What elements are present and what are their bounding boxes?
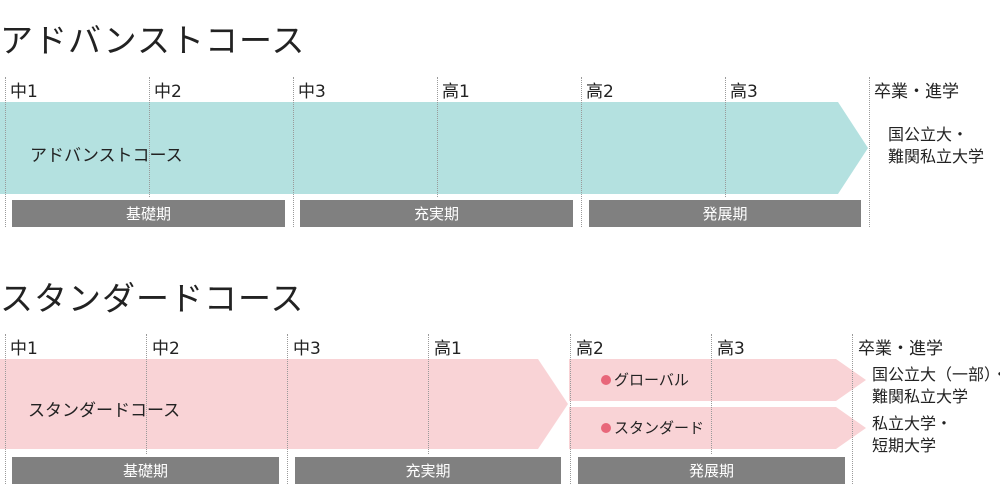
standard-standard-arrow: [569, 407, 866, 449]
grade-divider: [852, 334, 853, 484]
global-destination-line: 国公立大（一部）・: [872, 365, 1000, 384]
standard-grade-label: 中2: [152, 339, 180, 359]
standard-course-label: スタンダードコース: [28, 401, 181, 421]
standard-main-arrow: [0, 359, 568, 449]
standard-track-label: スタンダード: [601, 417, 704, 438]
standard-phase-bar: 発展期: [578, 457, 845, 484]
grade-divider: [869, 77, 870, 227]
advanced-grade-label: 高1: [442, 82, 470, 102]
grade-divider: [293, 77, 294, 227]
standard-global-arrow: [569, 359, 866, 401]
standard-grade-label: 中1: [10, 339, 38, 359]
grade-divider: [5, 77, 6, 227]
global-destination-line: 難関私立大学: [872, 387, 969, 406]
standard-grade-label: 高2: [576, 339, 604, 359]
advanced-destination: 国公立大・ 難関私立大学: [888, 124, 984, 168]
grade-divider: [437, 77, 438, 197]
advanced-course-label: アドバンストコース: [30, 146, 183, 166]
global-track-marker: [601, 374, 611, 385]
advanced-phase-bar: 基礎期: [12, 200, 285, 227]
grade-divider: [570, 334, 571, 484]
grade-divider: [581, 77, 582, 227]
grade-divider: [725, 77, 726, 197]
advanced-grade-label: 中3: [298, 82, 326, 102]
advanced-destination-line: 難関私立大学: [888, 147, 985, 166]
advanced-grade-label: 中1: [10, 82, 38, 102]
standard-course-arrows: [0, 359, 866, 449]
global-track-text: グローバル: [614, 371, 689, 389]
standard-track-marker: [601, 422, 611, 433]
advanced-phase-bar: 発展期: [589, 200, 861, 227]
standard-phase-bar: 充実期: [295, 457, 561, 484]
advanced-graduation-label: 卒業・進学: [874, 82, 959, 102]
global-track-label: グローバル: [601, 369, 689, 390]
advanced-arrow-shape: [0, 102, 868, 194]
global-destination: 国公立大（一部）・ 難関私立大学: [872, 364, 1000, 408]
grade-divider: [146, 334, 147, 454]
advanced-destination-line: 国公立大・: [888, 125, 969, 144]
standard-grade-label: 中3: [293, 339, 321, 359]
advanced-grade-label: 高3: [730, 82, 758, 102]
standard-destination: 私立大学・ 短期大学: [872, 413, 952, 457]
grade-divider: [5, 334, 6, 484]
grade-divider: [428, 334, 429, 454]
advanced-course-arrow: [0, 102, 868, 194]
advanced-phase-bar: 充実期: [300, 200, 573, 227]
grade-divider: [287, 334, 288, 484]
advanced-grade-label: 高2: [586, 82, 614, 102]
advanced-grade-label: 中2: [154, 82, 182, 102]
standard-phase-bar: 基礎期: [12, 457, 279, 484]
standard-grade-label: 高1: [434, 339, 462, 359]
standard-grade-label: 高3: [717, 339, 745, 359]
advanced-course-title: アドバンストコース: [0, 21, 306, 60]
standard-track-text: スタンダード: [614, 419, 705, 437]
standard-graduation-label: 卒業・進学: [858, 339, 943, 359]
standard-destination-line: 私立大学・: [872, 414, 953, 433]
standard-destination-line: 短期大学: [872, 436, 937, 455]
grade-divider: [149, 77, 150, 197]
standard-course-title: スタンダードコース: [0, 279, 305, 318]
grade-divider: [711, 334, 712, 454]
